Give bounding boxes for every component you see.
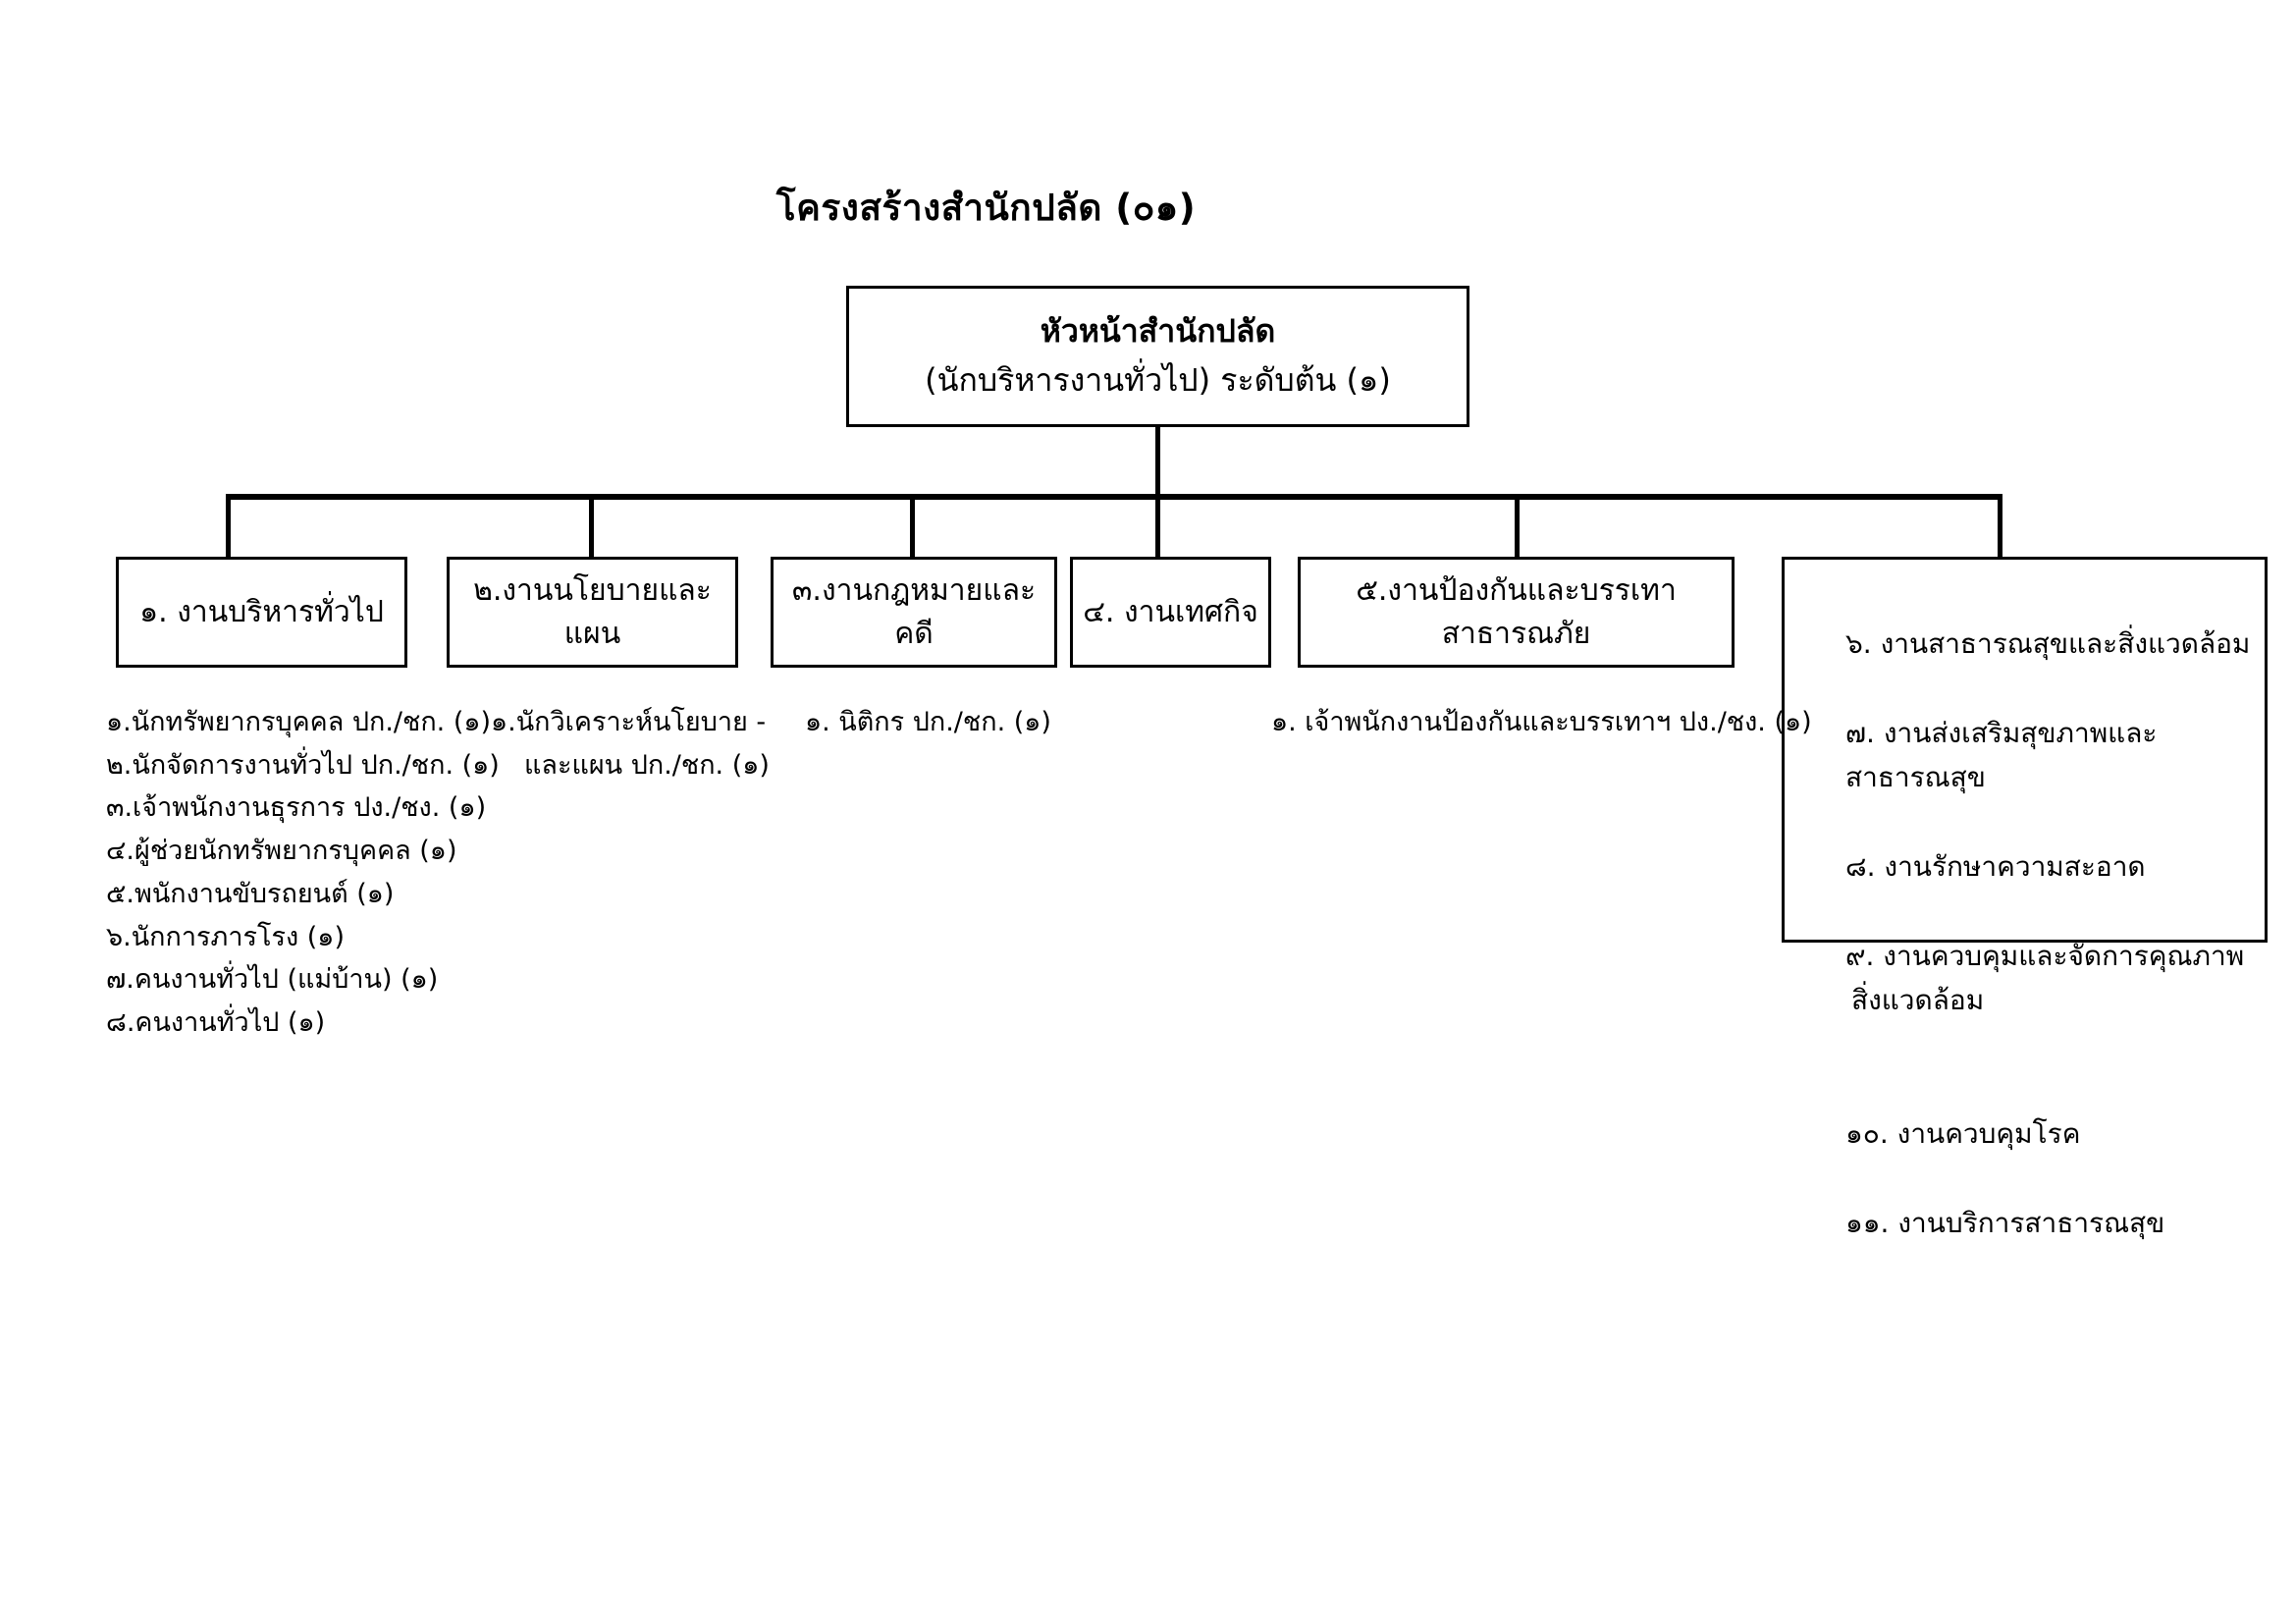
staff-item-label: ๗.คนงานทั่วไป (แม่บ้าน) (๑) — [106, 964, 439, 996]
unit-item: ๑๑. งานบริการสาธารณสุข — [1802, 1157, 2251, 1246]
staff-list-column-1: ๑.นักทรัพยากรบุคคล ปก./ชก. (๑) ๒.นักจัดก… — [106, 701, 500, 1045]
staff-item: ๗.คนงานทั่วไป (แม่บ้าน) (๑) — [106, 958, 500, 1001]
units-list: ๖. งานสาธารณสุขและสิ่งแวดล้อม ๗. งานส่งเ… — [1785, 560, 2265, 1245]
connector-drop-6 — [1998, 497, 2002, 558]
page-title: โครงสร้างสำนักปลัด (๐๑) — [0, 187, 2296, 230]
staff-item: ๔.ผู้ช่วยนักทรัพยากรบุคคล (๑) — [106, 830, 500, 873]
staff-list-column-3: ๑. นิติกร ปก./ชก. (๑) — [805, 701, 1051, 744]
staff-item-label: ๘.คนงานทั่วไป (๑) — [106, 1007, 326, 1039]
staff-item: ๑. เจ้าพนักงานป้องกันและบรรเทาฯ ปง./ชง. … — [1271, 701, 1812, 744]
connector-drop-1 — [226, 497, 231, 558]
staff-item-label: ๑.นักวิเคราะห์นโยบาย - — [491, 707, 767, 737]
root-node-title: หัวหน้าสำนักปลัด — [1040, 312, 1276, 351]
unit-item: ๑๐. งานควบคุมโรค — [1802, 1067, 2251, 1157]
staff-item-label: ๑.นักทรัพยากรบุคคล ปก./ชก. (๑) — [106, 707, 492, 737]
staff-list-column-2: ๑.นักวิเคราะห์นโยบาย - และแผน ปก./ชก. (๑… — [491, 701, 770, 786]
staff-item-label: ๕.พนักงานขับรถยนต์ (๑) — [106, 878, 395, 909]
staff-item-label: ๑. นิติกร ปก./ชก. (๑) — [805, 707, 1051, 737]
connector-horizontal-bus — [226, 494, 2002, 500]
unit-item-label: ๑๑. งานบริการสาธารณสุข — [1845, 1207, 2165, 1240]
department-box-1: ๑. งานบริหารทั่วไป — [116, 557, 407, 668]
department-label-5: ๕.งานป้องกันและบรรเทาสาธารณภัย — [1356, 573, 1677, 651]
staff-item-label: ๒.นักจัดการงานทั่วไป ปก./ชก. (๑) — [106, 749, 500, 781]
staff-item-label: ๖.นักการภารโรง (๑) — [106, 921, 345, 952]
staff-item: ๑. นิติกร ปก./ชก. (๑) — [805, 701, 1051, 744]
root-node-text: หัวหน้าสำนักปลัด (นักบริหารงานทั่วไป) ระ… — [917, 307, 1399, 405]
staff-item-label: ๑. เจ้าพนักงานป้องกันและบรรเทาฯ ปง./ชง. … — [1271, 707, 1812, 737]
connector-root-stem — [1155, 426, 1160, 499]
page-title-text: โครงสร้างสำนักปลัด (๐๑) — [775, 187, 1197, 229]
connector-drop-4 — [1155, 497, 1160, 558]
unit-item-label: ๖. งานสาธารณสุขและสิ่งแวดล้อม — [1845, 627, 2251, 661]
connector-drop-5 — [1515, 497, 1520, 558]
staff-item: ๓.เจ้าพนักงานธุรการ ปง./ชง. (๑) — [106, 786, 500, 830]
staff-item: ๖.นักการภารโรง (๑) — [106, 916, 500, 959]
department-box-2: ๒.งานนโยบายและแผน — [447, 557, 738, 668]
connector-drop-2 — [589, 497, 594, 558]
unit-item-label: ๑๐. งานควบคุมโรค — [1845, 1117, 2081, 1151]
connector-drop-3 — [910, 497, 915, 558]
root-node-subtitle: (นักบริหารงานทั่วไป) ระดับต้น (๑) — [925, 361, 1391, 399]
unit-item: ๗. งานส่งเสริมสุขภาพและสาธารณสุข — [1802, 667, 2251, 800]
staff-item: ๑.นักวิเคราะห์นโยบาย - และแผน ปก./ชก. (๑… — [491, 701, 770, 786]
staff-item: ๘.คนงานทั่วไป (๑) — [106, 1001, 500, 1045]
department-label-4: ๔. งานเทศกิจ — [1083, 594, 1258, 629]
department-label-3: ๓.งานกฎหมายและคดี — [791, 573, 1037, 651]
staff-item: ๕.พนักงานขับรถยนต์ (๑) — [106, 873, 500, 916]
staff-item-label-continued: และแผน ปก./ชก. (๑) — [524, 749, 770, 781]
department-label-1: ๑. งานบริหารทั่วไป — [139, 594, 384, 629]
staff-item: ๑.นักทรัพยากรบุคคล ปก./ชก. (๑) — [106, 701, 500, 744]
staff-item: ๒.นักจัดการงานทั่วไป ปก./ชก. (๑) — [106, 744, 500, 787]
unit-item-label-continued: สิ่งแวดล้อม — [1851, 984, 1985, 1017]
unit-item-label: ๘. งานรักษาความสะอาด — [1845, 850, 2146, 884]
department-label-2: ๒.งานนโยบายและแผน — [473, 573, 712, 651]
root-node-box: หัวหน้าสำนักปลัด (นักบริหารงานทั่วไป) ระ… — [846, 286, 1469, 427]
staff-item-label: ๓.เจ้าพนักงานธุรการ ปง./ชง. (๑) — [106, 792, 487, 824]
staff-item-label: ๔.ผู้ช่วยนักทรัพยากรบุคคล (๑) — [106, 836, 457, 867]
unit-item-label: ๙. งานควบคุมและจัดการคุณภาพ — [1845, 939, 2245, 972]
unit-item: ๘. งานรักษาความสะอาด — [1802, 800, 2251, 890]
department-box-4: ๔. งานเทศกิจ — [1070, 557, 1271, 668]
unit-item: ๖. งานสาธารณสุขและสิ่งแวดล้อม — [1802, 577, 2251, 667]
department-box-3: ๓.งานกฎหมายและคดี — [771, 557, 1057, 668]
units-box: ๖. งานสาธารณสุขและสิ่งแวดล้อม ๗. งานส่งเ… — [1782, 557, 2268, 1239]
unit-item-label: ๗. งานส่งเสริมสุขภาพและสาธารณสุข — [1845, 717, 2158, 794]
unit-item: ๙. งานควบคุมและจัดการคุณภาพ สิ่งแวดล้อม — [1802, 890, 2251, 1067]
department-box-5: ๕.งานป้องกันและบรรเทาสาธารณภัย — [1298, 557, 1735, 668]
staff-list-column-5: ๑. เจ้าพนักงานป้องกันและบรรเทาฯ ปง./ชง. … — [1271, 701, 1812, 744]
